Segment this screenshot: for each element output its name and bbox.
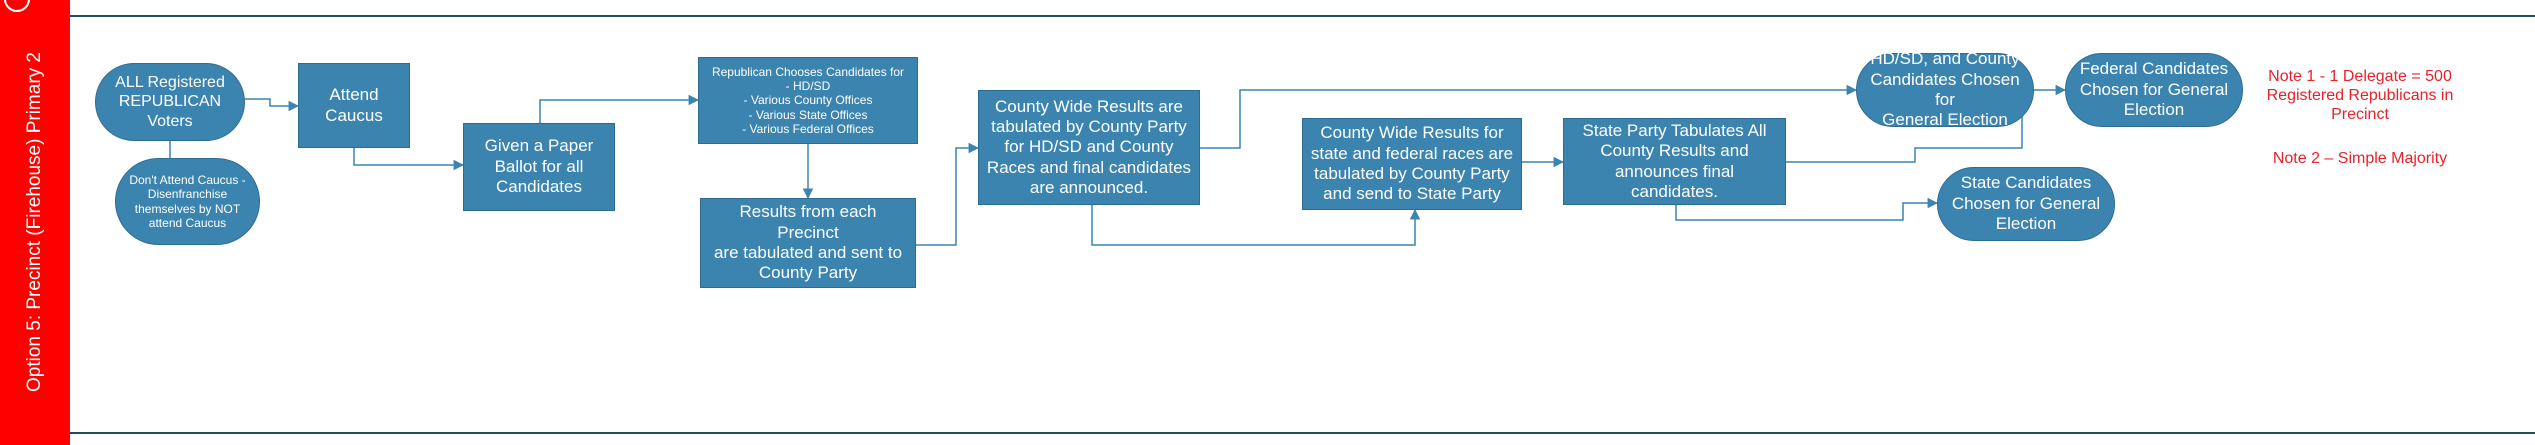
chooses-item-state: - Various State Offices xyxy=(748,107,868,122)
paper-ballot-node: Given a Paper Ballot for all Candidates xyxy=(463,123,615,211)
chooses-item-federal: - Various Federal Offices xyxy=(742,122,874,137)
precinct-results-node: Results from each Precinct are tabulated… xyxy=(700,198,916,288)
connector-ballot-to-chooses xyxy=(539,94,700,123)
lane-bottom-border xyxy=(70,432,2535,434)
chooses-item-hdsd: - HD/SD xyxy=(785,78,831,93)
connector-caucus-to-ballot xyxy=(353,148,465,171)
chooses-item-county: - Various County Offices xyxy=(743,93,873,108)
dont-attend-caucus-node: Don't Attend Caucus - Disenfranchise the… xyxy=(115,158,260,245)
federal-chosen-node: Federal Candidates Chosen for General El… xyxy=(2065,53,2243,127)
state-chosen-node: State Candidates Chosen for General Elec… xyxy=(1937,167,2115,241)
note-2: Note 2 – Simple Majority xyxy=(2272,150,2448,167)
lane-top-border xyxy=(70,15,2535,17)
county-state-federal-node: County Wide Results for state and federa… xyxy=(1302,118,1522,210)
county-results-node: County Wide Results are tabulated by Cou… xyxy=(978,90,1200,205)
chooses-candidates-node: Republican Chooses Candidates for - HD/S… xyxy=(698,57,918,144)
connector-voters-to-caucus xyxy=(245,98,300,112)
registered-voters-node: ALL Registered REPUBLICAN Voters xyxy=(95,63,245,141)
swimlane-header: Option 5: Precinct (Firehouse) Primary 2 xyxy=(0,0,70,445)
connector-tabulates-to-state-chosen xyxy=(1675,197,1939,221)
chooses-heading: Republican Chooses Candidates for xyxy=(711,64,905,79)
connector-precinct-to-county xyxy=(916,142,980,246)
attend-caucus-node: Attend Caucus xyxy=(298,63,410,148)
connector-county-to-hdsd xyxy=(1200,84,1858,149)
note-1: Note 1 - 1 Delegate = 500 Registered Rep… xyxy=(2266,68,2454,124)
connector-county-to-state-federal xyxy=(1091,205,1421,246)
hdsd-county-chosen-node: HD/SD, and County Candidates Chosen for … xyxy=(1856,49,2034,129)
state-tabulates-node: State Party Tabulates All County Results… xyxy=(1563,118,1786,205)
